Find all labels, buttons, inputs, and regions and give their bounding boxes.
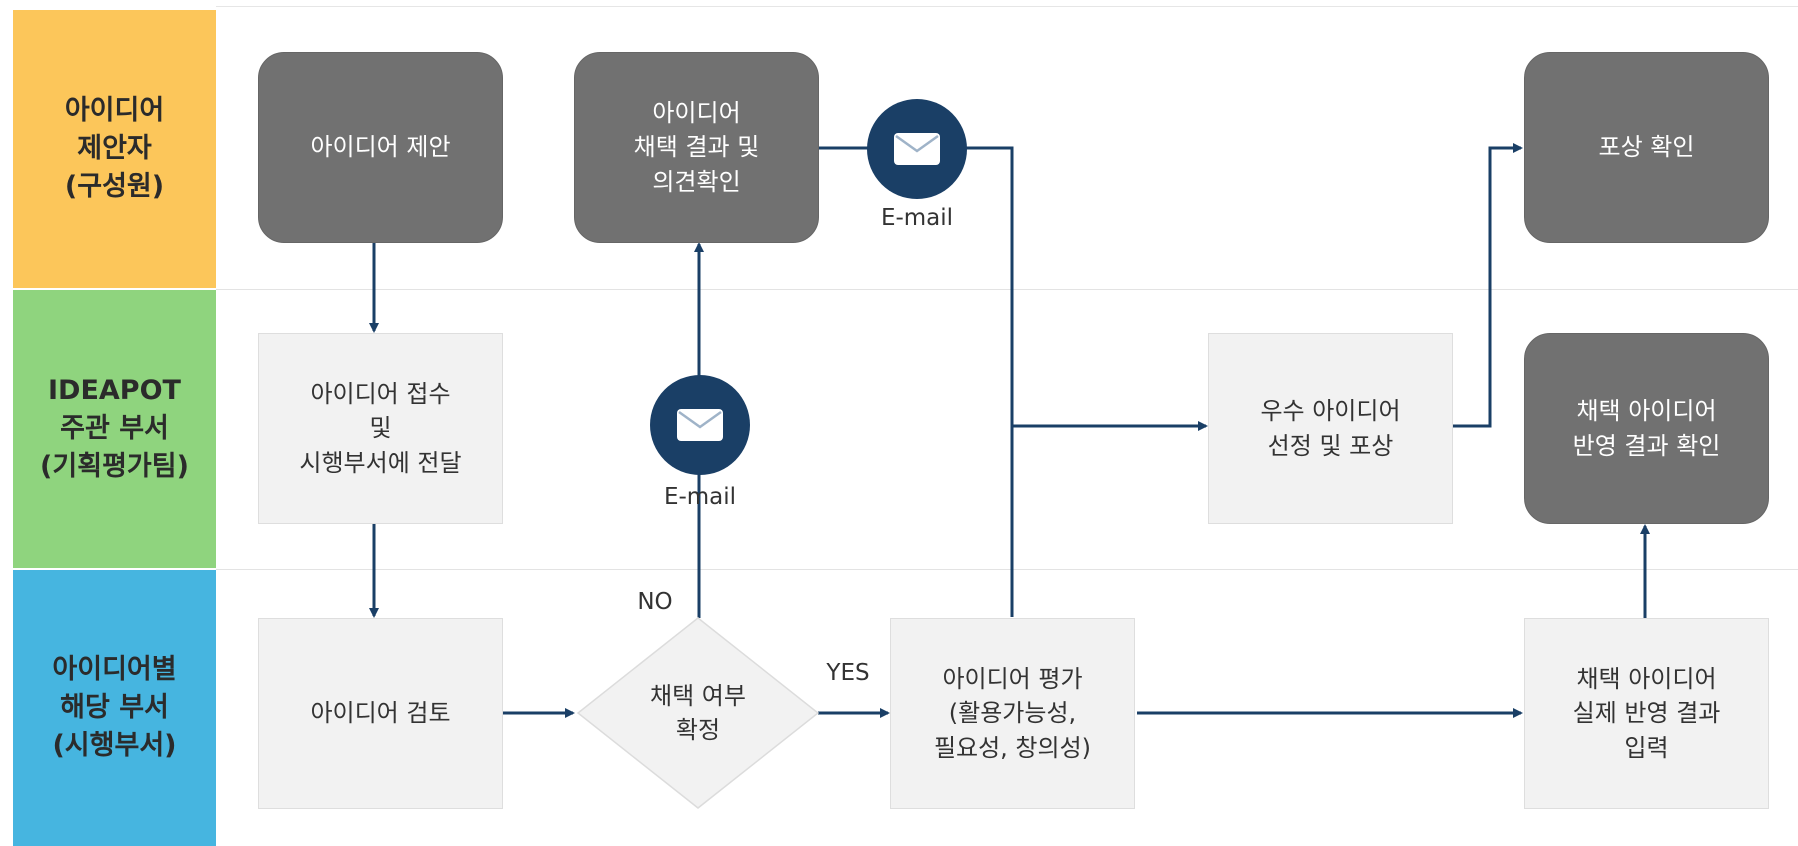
node-reflect-check-label: 채택 아이디어 반영 결과 확인 [1572, 397, 1721, 460]
lane-ideapot-label: IDEAPOT 주관 부서 (기획평가팀) [40, 374, 189, 483]
envelope-icon [650, 375, 750, 475]
lane-proposer: 아이디어 제안자 (구성원) [13, 10, 216, 288]
node-propose: 아이디어 제안 [258, 52, 503, 243]
lane-dept-label: 아이디어별 해당 부서 (시행부서) [52, 653, 177, 762]
node-decision: 채택 여부 확정 [598, 663, 798, 763]
email-label-top: E-mail [880, 205, 954, 231]
node-evaluate-label: 아이디어 평가 (활용가능성, 필요성, 창의성) [933, 665, 1092, 762]
node-reward-check-label: 포상 확인 [1598, 133, 1695, 162]
node-propose-label: 아이디어 제안 [310, 133, 451, 162]
top-border [216, 6, 1798, 7]
decision-diamond [576, 617, 820, 809]
email-label-middle: E-mail [663, 484, 737, 510]
node-reward-check: 포상 확인 [1524, 52, 1769, 243]
node-input-result: 채택 아이디어 실제 반영 결과 입력 [1524, 618, 1769, 809]
node-excellent: 우수 아이디어 선정 및 포상 [1208, 333, 1453, 524]
node-excellent-label: 우수 아이디어 선정 및 포상 [1260, 397, 1401, 460]
node-evaluate: 아이디어 평가 (활용가능성, 필요성, 창의성) [890, 618, 1135, 809]
lane-proposer-label: 아이디어 제안자 (구성원) [64, 94, 165, 203]
arrow-excellent-to-reward [1453, 143, 1523, 428]
node-check-result-label: 아이디어 채택 결과 및 의견확인 [633, 99, 760, 196]
node-receive-label: 아이디어 접수 및 시행부서에 전달 [299, 380, 462, 477]
node-receive: 아이디어 접수 및 시행부서에 전달 [258, 333, 503, 524]
node-check-result: 아이디어 채택 결과 및 의견확인 [574, 52, 819, 243]
node-review-label: 아이디어 검토 [310, 699, 451, 728]
lane-separator [216, 569, 1798, 570]
envelope-icon [867, 99, 967, 199]
lane-dept: 아이디어별 해당 부서 (시행부서) [13, 570, 216, 846]
node-review: 아이디어 검토 [258, 618, 503, 809]
lane-separator [216, 289, 1798, 290]
node-decision-label: 채택 여부 확정 [650, 681, 746, 744]
lane-ideapot: IDEAPOT 주관 부서 (기획평가팀) [13, 290, 216, 568]
node-input-result-label: 채택 아이디어 실제 반영 결과 입력 [1572, 665, 1721, 762]
yes-label: YES [826, 660, 870, 686]
no-label: NO [637, 589, 673, 615]
node-reflect-check: 채택 아이디어 반영 결과 확인 [1524, 333, 1769, 524]
